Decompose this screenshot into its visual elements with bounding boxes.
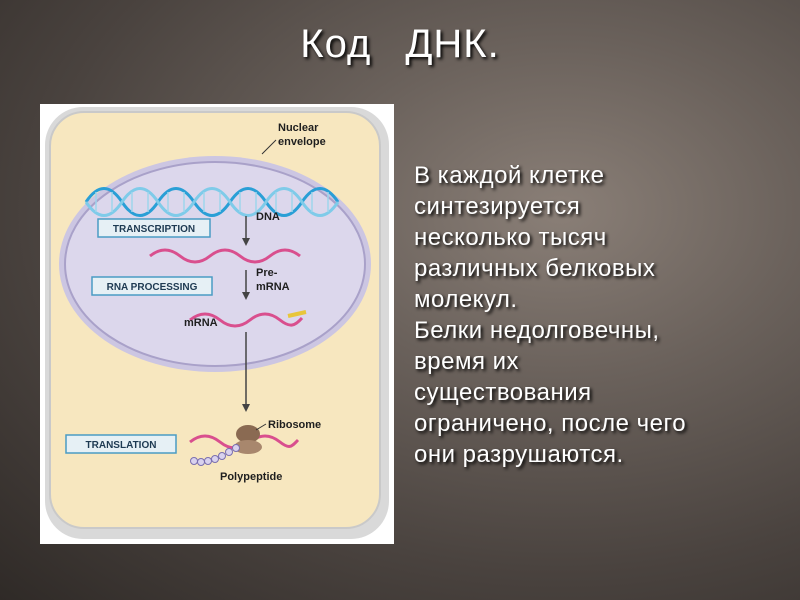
- mrna-strand: [189, 312, 304, 328]
- arrowhead-3: [242, 404, 250, 412]
- title-word-dna: ДНК.: [405, 22, 500, 66]
- dna-strand-2: [84, 187, 340, 217]
- polypeptide-label: Polypeptide: [220, 471, 282, 483]
- gene-expression-figure: TRANSCRIPTION RNA PROCESSING TRANSLATION…: [40, 104, 394, 544]
- nucleus: [64, 161, 366, 367]
- body-line: молекул.: [414, 286, 518, 313]
- pre-mrna-strand: [149, 248, 301, 264]
- body-line: Белки недолговечны,: [414, 317, 660, 344]
- nuclear-envelope-label-2: envelope: [278, 136, 326, 148]
- body-line: они разрушаются.: [414, 441, 624, 468]
- rna-processing-label: RNA PROCESSING: [107, 282, 198, 293]
- rna-processing-box: [91, 276, 213, 296]
- arrowhead-2: [242, 292, 250, 300]
- nuclear-envelope-pointer: [261, 139, 277, 155]
- mrna-label: mRNA: [184, 317, 218, 329]
- ribosome-small-subunit: [234, 440, 262, 454]
- mrna-tail: [287, 310, 307, 318]
- pre-mrna-label-2: mRNA: [256, 281, 290, 293]
- ribosome-pointer: [255, 423, 267, 431]
- dna-strand-1: [84, 187, 340, 217]
- gene-expression-diagram: TRANSCRIPTION RNA PROCESSING TRANSLATION…: [45, 107, 389, 539]
- body-line: различных белковых: [414, 255, 656, 282]
- dna-base-pairs: [95, 192, 329, 212]
- ribosome-large-subunit: [236, 425, 260, 443]
- dna-label: DNA: [256, 211, 280, 223]
- pre-mrna-label-1: Pre-: [256, 267, 278, 279]
- body-line: время их: [414, 348, 520, 375]
- translation-label: TRANSLATION: [86, 440, 157, 451]
- translation-box: [65, 434, 177, 454]
- body-line: существования: [414, 379, 592, 406]
- body-line: несколько тысяч: [414, 224, 607, 251]
- slide-title: Код ДНК.: [0, 22, 800, 67]
- body-line: синтезируется: [414, 193, 581, 220]
- transcription-label: TRANSCRIPTION: [113, 224, 195, 235]
- body-line: ограничено, после чего: [414, 410, 687, 437]
- slide-body-text: В каждой клетке синтезируется несколько …: [414, 160, 784, 470]
- arrowhead-1: [242, 238, 250, 246]
- body-line: В каждой клетке: [414, 162, 605, 189]
- ribosome-label: Ribosome: [268, 419, 321, 431]
- polypeptide-chain: [190, 444, 240, 466]
- nuclear-envelope-label-1: Nuclear: [278, 122, 319, 134]
- transcription-box: [97, 218, 211, 238]
- title-word-code: Код: [300, 22, 372, 66]
